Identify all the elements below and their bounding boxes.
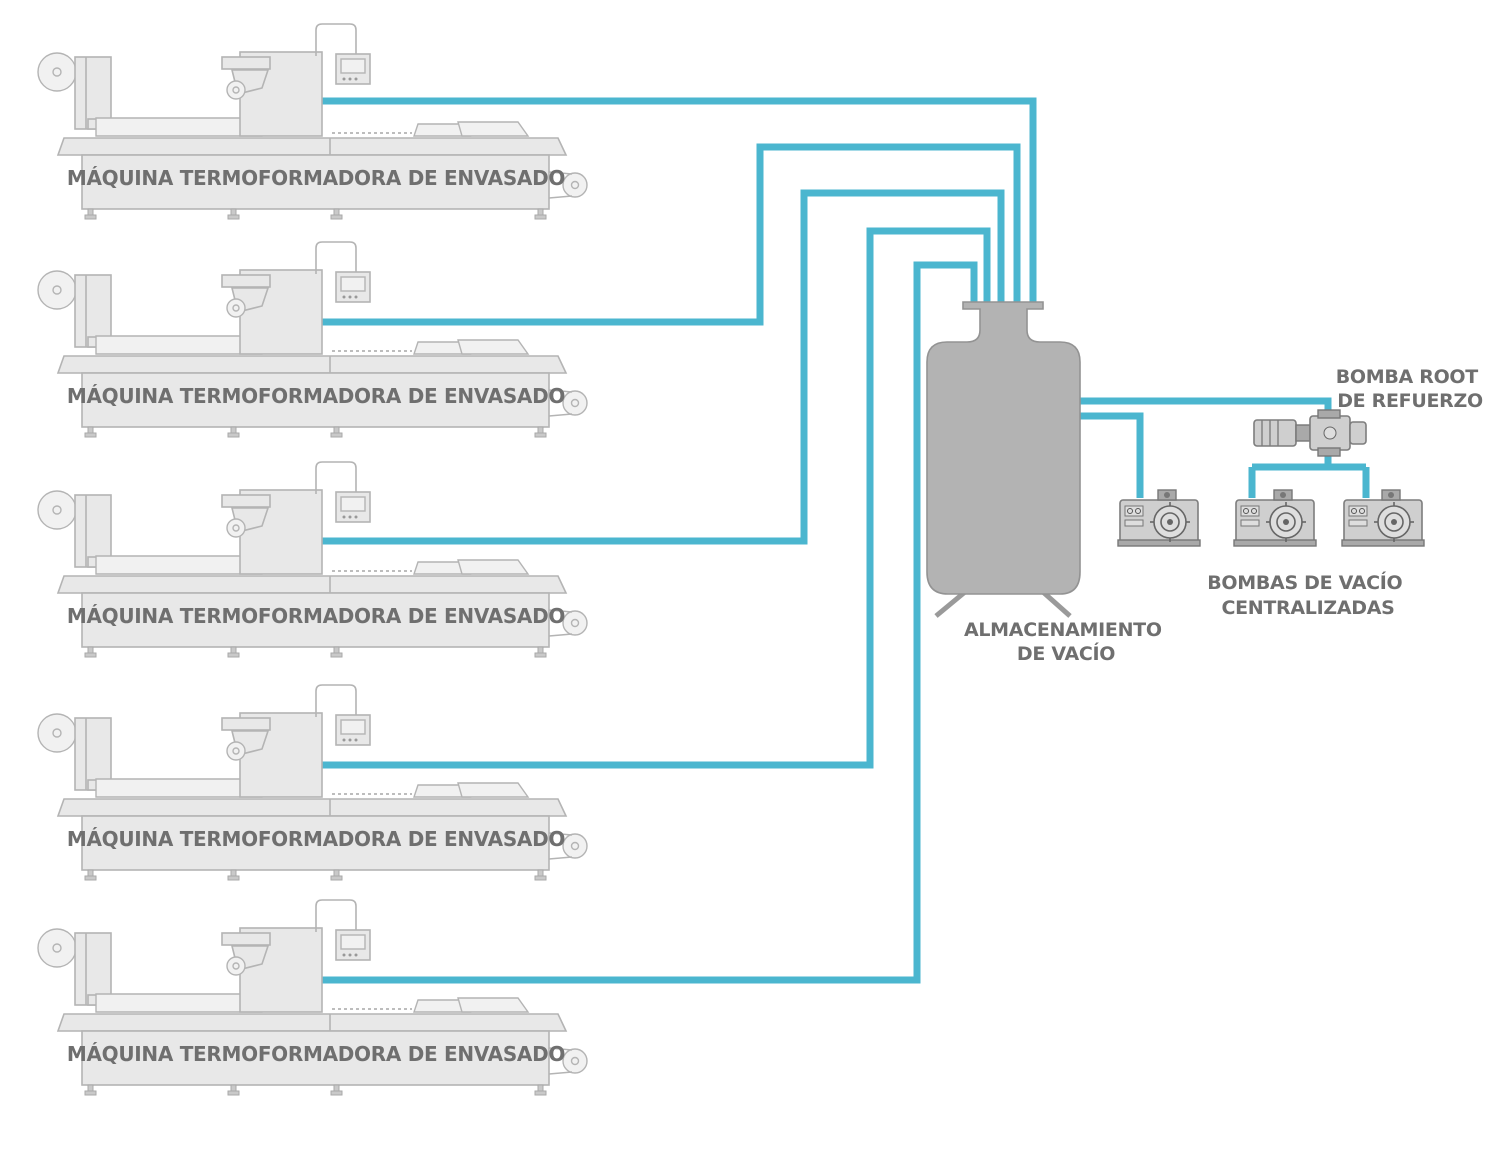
centralized-vacuum-pumps: BOMBAS DE VACÍO CENTRALIZADAS [1117, 489, 1425, 619]
vacuum-pump-1-drawing [1117, 489, 1201, 547]
pipe-machine-3 [322, 189, 1005, 545]
root-label-line-1: BOMBA ROOT [1336, 366, 1479, 388]
vacuum-pump-2 [1233, 489, 1317, 547]
root-label-line-2: DE REFUERZO [1337, 390, 1483, 412]
pumps-label-line-1: BOMBAS DE VACÍO [1207, 571, 1402, 594]
machine-1: MÁQUINA TERMOFORMADORA DE ENVASADO [37, 23, 588, 220]
machine-1-label: MÁQUINA TERMOFORMADORA DE ENVASADO [67, 166, 565, 190]
pipe-machine-2 [322, 143, 1021, 326]
machine-3: MÁQUINA TERMOFORMADORA DE ENVASADO [37, 461, 588, 658]
tank-label-line-1: ALMACENAMIENTO [964, 619, 1162, 641]
vacuum-storage-tank: ALMACENAMIENTO DE VACÍO [926, 301, 1168, 665]
machine-5: MÁQUINA TERMOFORMADORA DE ENVASADO [37, 899, 588, 1096]
pumps-label: BOMBAS DE VACÍO CENTRALIZADAS [1207, 571, 1409, 619]
root-booster-pump: BOMBA ROOT DE REFUERZO [1253, 366, 1485, 457]
tank-label: ALMACENAMIENTO DE VACÍO [964, 619, 1168, 665]
vacuum-pump-3-drawing [1341, 489, 1425, 547]
pipe-machine-4 [322, 227, 991, 769]
vacuum-pipes [322, 97, 1370, 984]
machine-2: MÁQUINA TERMOFORMADORA DE ENVASADO [37, 241, 588, 438]
machine-4: MÁQUINA TERMOFORMADORA DE ENVASADO [37, 684, 588, 881]
vacuum-pump-3 [1341, 489, 1425, 547]
machine-3-label: MÁQUINA TERMOFORMADORA DE ENVASADO [67, 604, 565, 628]
vacuum-pump-2-drawing [1233, 489, 1317, 547]
root-pump-label: BOMBA ROOT DE REFUERZO [1336, 366, 1485, 412]
machine-5-label: MÁQUINA TERMOFORMADORA DE ENVASADO [67, 1042, 565, 1066]
pumps-label-line-2: CENTRALIZADAS [1221, 597, 1394, 619]
pipe-machine-1 [322, 97, 1037, 302]
pipe-tank-pump-1 [1079, 412, 1144, 498]
machine-4-label: MÁQUINA TERMOFORMADORA DE ENVASADO [67, 827, 565, 851]
machine-2-label: MÁQUINA TERMOFORMADORA DE ENVASADO [67, 384, 565, 408]
vacuum-pump-1 [1117, 489, 1201, 547]
tank-label-line-2: DE VACÍO [1017, 642, 1115, 665]
pipe-machine-5 [322, 261, 978, 984]
pipe-root-pumps [1248, 445, 1370, 498]
